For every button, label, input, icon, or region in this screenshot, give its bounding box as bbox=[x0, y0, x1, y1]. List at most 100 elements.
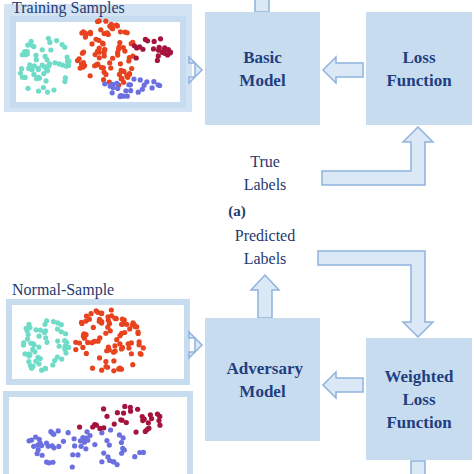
scatter-dot bbox=[75, 452, 80, 457]
box-label: Basic Model bbox=[227, 46, 299, 92]
scatter-dot bbox=[102, 47, 107, 52]
box-label: Loss Function bbox=[376, 46, 462, 92]
scatter-svg bbox=[10, 16, 186, 108]
scatter-dot bbox=[56, 444, 61, 449]
scatter-dot bbox=[25, 86, 30, 91]
scatter-dot bbox=[138, 77, 143, 82]
scatter-dot bbox=[73, 340, 78, 345]
scatter-dot bbox=[99, 319, 104, 324]
box-label: Adversary Model bbox=[227, 357, 299, 403]
scatter-dot bbox=[126, 341, 131, 346]
scatter-dot bbox=[114, 81, 119, 86]
scatter-dot bbox=[157, 45, 162, 50]
scatter-dot bbox=[59, 356, 64, 361]
scatter-dot bbox=[56, 428, 61, 433]
scatter-dot bbox=[63, 350, 68, 355]
scatter-dot bbox=[114, 337, 119, 342]
scatter-dot bbox=[44, 340, 49, 345]
scatter-dot bbox=[151, 79, 156, 84]
scatter-dot bbox=[127, 326, 132, 331]
scatter-dot bbox=[126, 82, 131, 87]
scatter-dot bbox=[120, 418, 125, 423]
scatter-dot bbox=[90, 366, 95, 371]
scatter-dot bbox=[146, 420, 151, 425]
scatter-dot bbox=[41, 85, 46, 90]
scatter-dot bbox=[70, 464, 75, 469]
scatter-dots bbox=[26, 404, 162, 470]
scatter-dot bbox=[40, 453, 45, 458]
scatter-dot bbox=[156, 53, 161, 58]
scatter-dot bbox=[107, 23, 112, 28]
scatter-dot bbox=[103, 331, 108, 336]
scatter-dot bbox=[133, 324, 138, 329]
scatter-dot bbox=[36, 447, 41, 452]
output-stub-arrow bbox=[255, 0, 269, 12]
scatter-dot bbox=[118, 417, 123, 422]
scatter-dot bbox=[99, 65, 104, 70]
scatter-dot bbox=[44, 460, 49, 465]
scatter-dot bbox=[124, 420, 129, 425]
scatter-dot bbox=[45, 90, 50, 95]
scatter-dot bbox=[118, 29, 123, 34]
scatter-dot bbox=[140, 418, 145, 423]
scatter-dot bbox=[50, 362, 55, 367]
scatter-dot bbox=[45, 68, 50, 73]
scatter-dot bbox=[36, 88, 41, 93]
scatter-dot bbox=[31, 444, 36, 449]
scatter-dot bbox=[48, 429, 53, 434]
scatter-plot bbox=[6, 299, 190, 385]
scatter-dot bbox=[116, 366, 121, 371]
scatter-dot bbox=[21, 340, 26, 345]
process-box: Loss Function bbox=[366, 12, 472, 125]
scatter-dot bbox=[37, 437, 42, 442]
scatter-dot bbox=[97, 426, 102, 431]
scatter-dot bbox=[25, 337, 30, 342]
scatter-dot bbox=[60, 63, 65, 68]
scatter-dot bbox=[77, 56, 82, 61]
scatter-dot bbox=[117, 40, 122, 45]
scatter-dot bbox=[50, 443, 55, 448]
scatter-dot bbox=[97, 18, 102, 23]
scatter-dot bbox=[137, 450, 142, 455]
scatter-dot bbox=[90, 424, 95, 429]
panel-heading: Training Samples bbox=[12, 0, 125, 17]
process-box: Weighted Loss Function bbox=[366, 338, 472, 460]
scatter-dot bbox=[35, 355, 40, 360]
sample-panel: Normal-Sample bbox=[4, 279, 192, 386]
scatter-dot bbox=[93, 52, 98, 57]
scatter-dot bbox=[100, 41, 105, 46]
scatter-dot bbox=[103, 359, 108, 364]
scatter-dot bbox=[120, 435, 125, 440]
box-label: Weighted Loss Function bbox=[373, 365, 465, 434]
scatter-dot bbox=[116, 44, 121, 49]
scatter-dot bbox=[36, 67, 41, 72]
scatter-dot bbox=[38, 440, 43, 445]
scatter-dot bbox=[121, 410, 126, 415]
scatter-dot bbox=[108, 65, 113, 70]
scatter-dot bbox=[114, 316, 119, 321]
scatter-dot bbox=[127, 72, 132, 77]
scatter-dot bbox=[106, 344, 111, 349]
scatter-dot bbox=[148, 412, 153, 417]
scatter-dot bbox=[99, 430, 104, 435]
scatter-dot bbox=[115, 86, 120, 91]
scatter-dot bbox=[43, 78, 48, 83]
scatter-dot bbox=[158, 36, 163, 41]
scatter-dot bbox=[149, 416, 154, 421]
scatter-dot bbox=[101, 406, 106, 411]
scatter-dot bbox=[42, 322, 47, 327]
scatter-dot bbox=[31, 72, 36, 77]
scatter-dot bbox=[40, 63, 45, 68]
scatter-dot bbox=[109, 313, 114, 318]
scatter-dot bbox=[107, 442, 112, 447]
scatter-dot bbox=[92, 442, 97, 447]
scatter-dot bbox=[111, 459, 116, 464]
scatter-dot bbox=[149, 85, 154, 90]
scatter-dot bbox=[122, 404, 127, 409]
scatter-dot bbox=[135, 407, 140, 412]
scatter-dot bbox=[72, 443, 77, 448]
scatter-dot bbox=[52, 358, 57, 363]
scatter-dot bbox=[29, 39, 34, 44]
scatter-dot bbox=[84, 313, 89, 318]
scatter-dot bbox=[118, 61, 123, 66]
